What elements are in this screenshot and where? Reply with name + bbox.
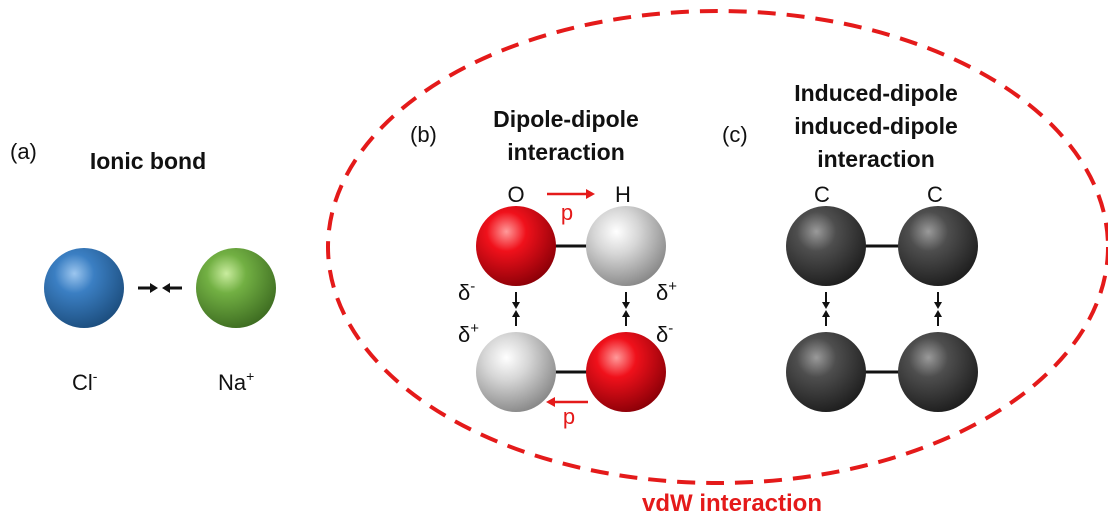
partial-charge-hydrogen-bottom: δ+ bbox=[458, 320, 479, 347]
oxygen-atom-bottom bbox=[586, 332, 666, 412]
panel-a-tag: (a) bbox=[10, 139, 37, 164]
panel-c-title-line2: induced-dipole bbox=[794, 113, 958, 139]
panel-a-title: Ionic bond bbox=[90, 148, 206, 174]
dipole-arrow-bottom bbox=[546, 397, 588, 407]
induced-attraction-arrows bbox=[822, 292, 942, 326]
hydrogen-atom-bottom bbox=[476, 332, 556, 412]
chlorine-label: Cl- bbox=[72, 368, 98, 395]
partial-charge-hydrogen-top: δ+ bbox=[656, 278, 677, 305]
partial-charge-oxygen-top: δ- bbox=[458, 278, 475, 305]
hydrogen-top-label: H bbox=[615, 182, 631, 207]
chlorine-symbol: Cl bbox=[72, 370, 93, 395]
carbon-atom-top-right bbox=[898, 206, 978, 286]
carbon-atom-bottom-right bbox=[898, 332, 978, 412]
panel-b-title-line2: interaction bbox=[507, 139, 625, 165]
carbon-left-label: C bbox=[814, 182, 830, 207]
carbon-right-label: C bbox=[927, 182, 943, 207]
panel-b-title-line1: Dipole-dipole bbox=[493, 106, 639, 132]
carbon-atom-top-left bbox=[786, 206, 866, 286]
panel-c-title-line1: Induced-dipole bbox=[794, 80, 958, 106]
sodium-label: Na+ bbox=[218, 368, 254, 395]
dipole-arrow-top bbox=[547, 189, 595, 199]
dipole-label-bottom: p bbox=[563, 404, 575, 429]
vdw-interaction-label: vdW interaction bbox=[642, 490, 822, 517]
panel-b-tag: (b) bbox=[410, 122, 437, 147]
panel-c-tag: (c) bbox=[722, 122, 748, 147]
oxygen-atom-top bbox=[476, 206, 556, 286]
oxygen-top-label: O bbox=[507, 182, 524, 207]
hydrogen-atom-top bbox=[586, 206, 666, 286]
sodium-symbol: Na bbox=[218, 370, 247, 395]
partial-charge-oxygen-bottom: δ- bbox=[656, 320, 673, 347]
dipole-attraction-arrows bbox=[512, 292, 630, 326]
sodium-charge: + bbox=[246, 368, 254, 384]
dipole-label-top: p bbox=[561, 200, 573, 225]
sodium-atom bbox=[196, 248, 276, 328]
carbon-atom-bottom-left bbox=[786, 332, 866, 412]
chlorine-charge: - bbox=[93, 368, 98, 384]
ionic-attraction-arrows bbox=[138, 283, 182, 293]
panel-c-title-line3: interaction bbox=[817, 146, 935, 172]
vdw-boundary-ellipse bbox=[326, 9, 1108, 485]
chlorine-atom bbox=[44, 248, 124, 328]
